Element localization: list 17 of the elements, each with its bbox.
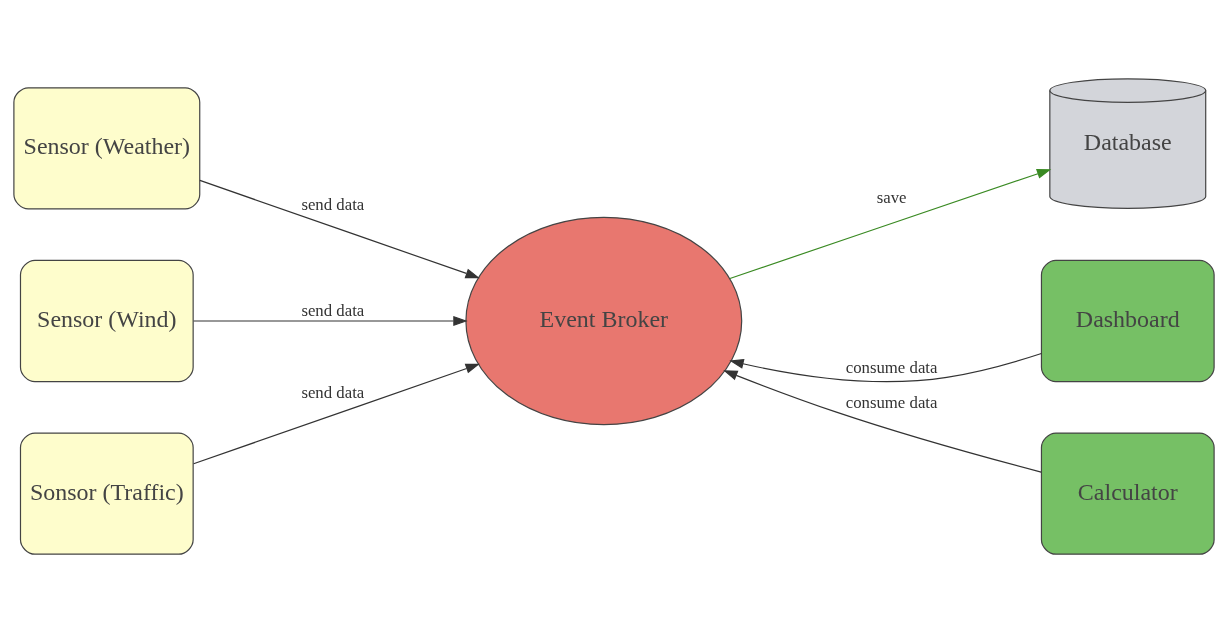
node-box: Sonsor (Traffic) — [19, 432, 194, 555]
edge-label: send data — [301, 194, 365, 214]
arrow — [729, 168, 1052, 279]
edge-label: send data — [301, 300, 365, 320]
node-box: Calculator — [1040, 432, 1215, 555]
arrow — [199, 179, 480, 278]
node-box: Sensor (Wind) — [19, 259, 194, 382]
node-box: Dashboard — [1040, 259, 1215, 382]
arrow — [193, 363, 480, 464]
arrow — [193, 315, 468, 326]
arrow — [729, 352, 1042, 382]
edge-label: save — [876, 187, 907, 207]
edge-label: consume data — [845, 392, 938, 412]
edge-label: send data — [301, 382, 365, 402]
edge-label: consume data — [845, 357, 938, 377]
node-box: Sensor (Weather) — [13, 86, 201, 209]
arrow — [723, 369, 1042, 473]
